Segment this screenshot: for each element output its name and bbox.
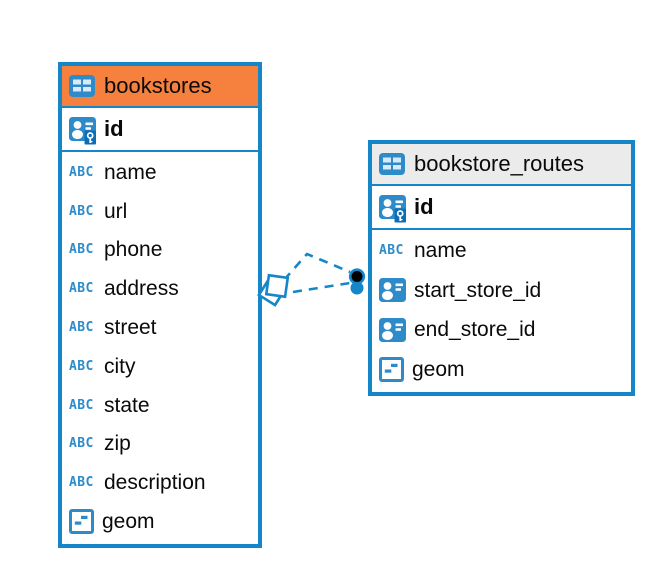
column-label: geom [412,357,465,381]
relationship-line-upper[interactable] [283,252,351,281]
column-label: start_store_id [414,278,542,302]
column-row[interactable]: ABC name [372,231,631,271]
column-row[interactable]: geom [62,502,258,541]
text-type-icon: ABC [379,242,404,259]
column-row[interactable]: end_store_id [372,310,631,350]
primary-key-icon [379,194,406,222]
column-row[interactable]: ABC url [62,192,258,231]
column-label: name [104,160,157,184]
column-row[interactable]: ABC street [62,308,258,347]
column-row[interactable]: ABC name [62,153,258,192]
column-row[interactable]: ABC phone [62,231,258,270]
table-bookstores[interactable]: bookstores id ABC name ABC [58,62,262,548]
table-bookstore-routes[interactable]: bookstore_routes id ABC name [368,140,635,396]
relationship-lines[interactable] [283,252,351,294]
text-type-icon: ABC [69,397,94,414]
column-row[interactable]: start_store_id [372,271,631,311]
column-label: address [104,277,179,301]
text-type-icon: ABC [69,319,94,336]
column-label: geom [102,510,155,534]
table-name: bookstore_routes [414,151,584,176]
text-type-icon: ABC [69,358,94,375]
text-type-icon: ABC [69,474,94,491]
column-row[interactable]: ABC state [62,386,258,425]
foreign-key-icon [379,317,406,342]
text-type-icon: ABC [69,242,94,258]
column-row[interactable]: geom [372,350,631,390]
text-type-icon: ABC [69,280,94,297]
table-bookstores-header[interactable]: bookstores [62,66,258,108]
foreign-key-icon [379,278,406,303]
column-row[interactable]: ABC city [62,347,258,386]
relationship-target-marker [348,268,366,295]
table-icon [379,153,405,175]
column-row-id[interactable]: id [372,186,631,230]
text-type-icon: ABC [69,164,94,181]
column-row-id[interactable]: id [62,108,258,152]
relationship-line-lower[interactable] [292,281,351,294]
table-bookstore-routes-header[interactable]: bookstore_routes [372,144,631,186]
column-label: state [104,393,150,417]
column-label: end_store_id [414,318,536,342]
column-label: zip [104,432,131,456]
text-type-icon: ABC [69,203,94,220]
geometry-type-icon [379,356,404,382]
column-label: description [104,471,206,495]
column-row[interactable]: ABC address [62,269,258,308]
geometry-type-icon [69,509,94,535]
column-label: url [104,199,128,223]
table-icon [69,75,95,97]
column-row[interactable]: ABC description [62,463,258,502]
table-name: bookstores [104,73,212,98]
column-row[interactable]: ABC zip [62,425,258,464]
column-label: city [104,354,136,378]
relationship-source-marker [257,273,290,307]
column-label: street [104,316,157,340]
column-label: name [414,239,467,263]
column-label: id [414,194,434,219]
text-type-icon: ABC [69,436,94,452]
column-label: id [104,116,124,141]
column-label: phone [104,238,163,262]
primary-key-icon [69,116,96,144]
